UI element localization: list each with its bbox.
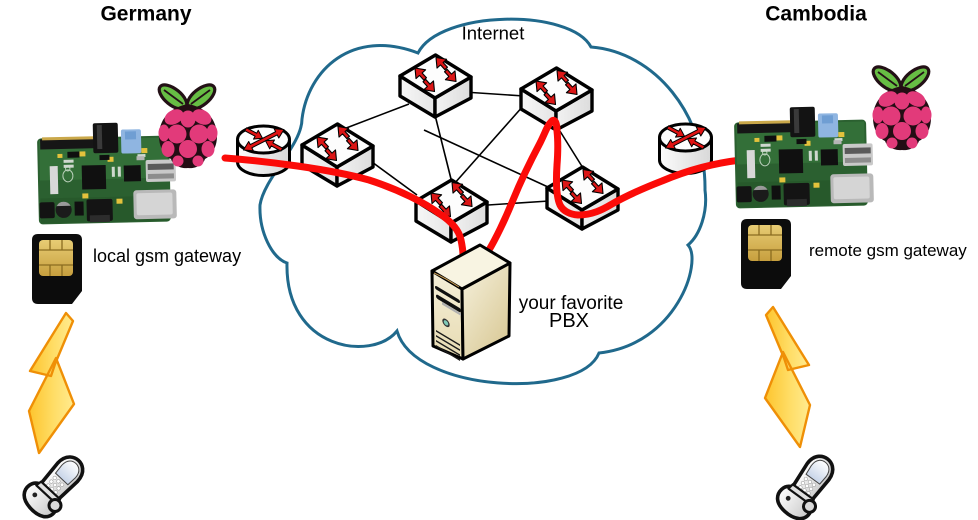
svg-text:remote gsm gateway: remote gsm gateway [809,241,967,260]
svg-text:Internet: Internet [462,23,525,44]
svg-text:Cambodia: Cambodia [765,3,867,26]
svg-text:local gsm gateway: local gsm gateway [93,246,241,266]
svg-text:your favorite: your favorite [519,293,624,314]
svg-text:Germany: Germany [100,3,191,26]
svg-text:PBX: PBX [549,310,589,332]
